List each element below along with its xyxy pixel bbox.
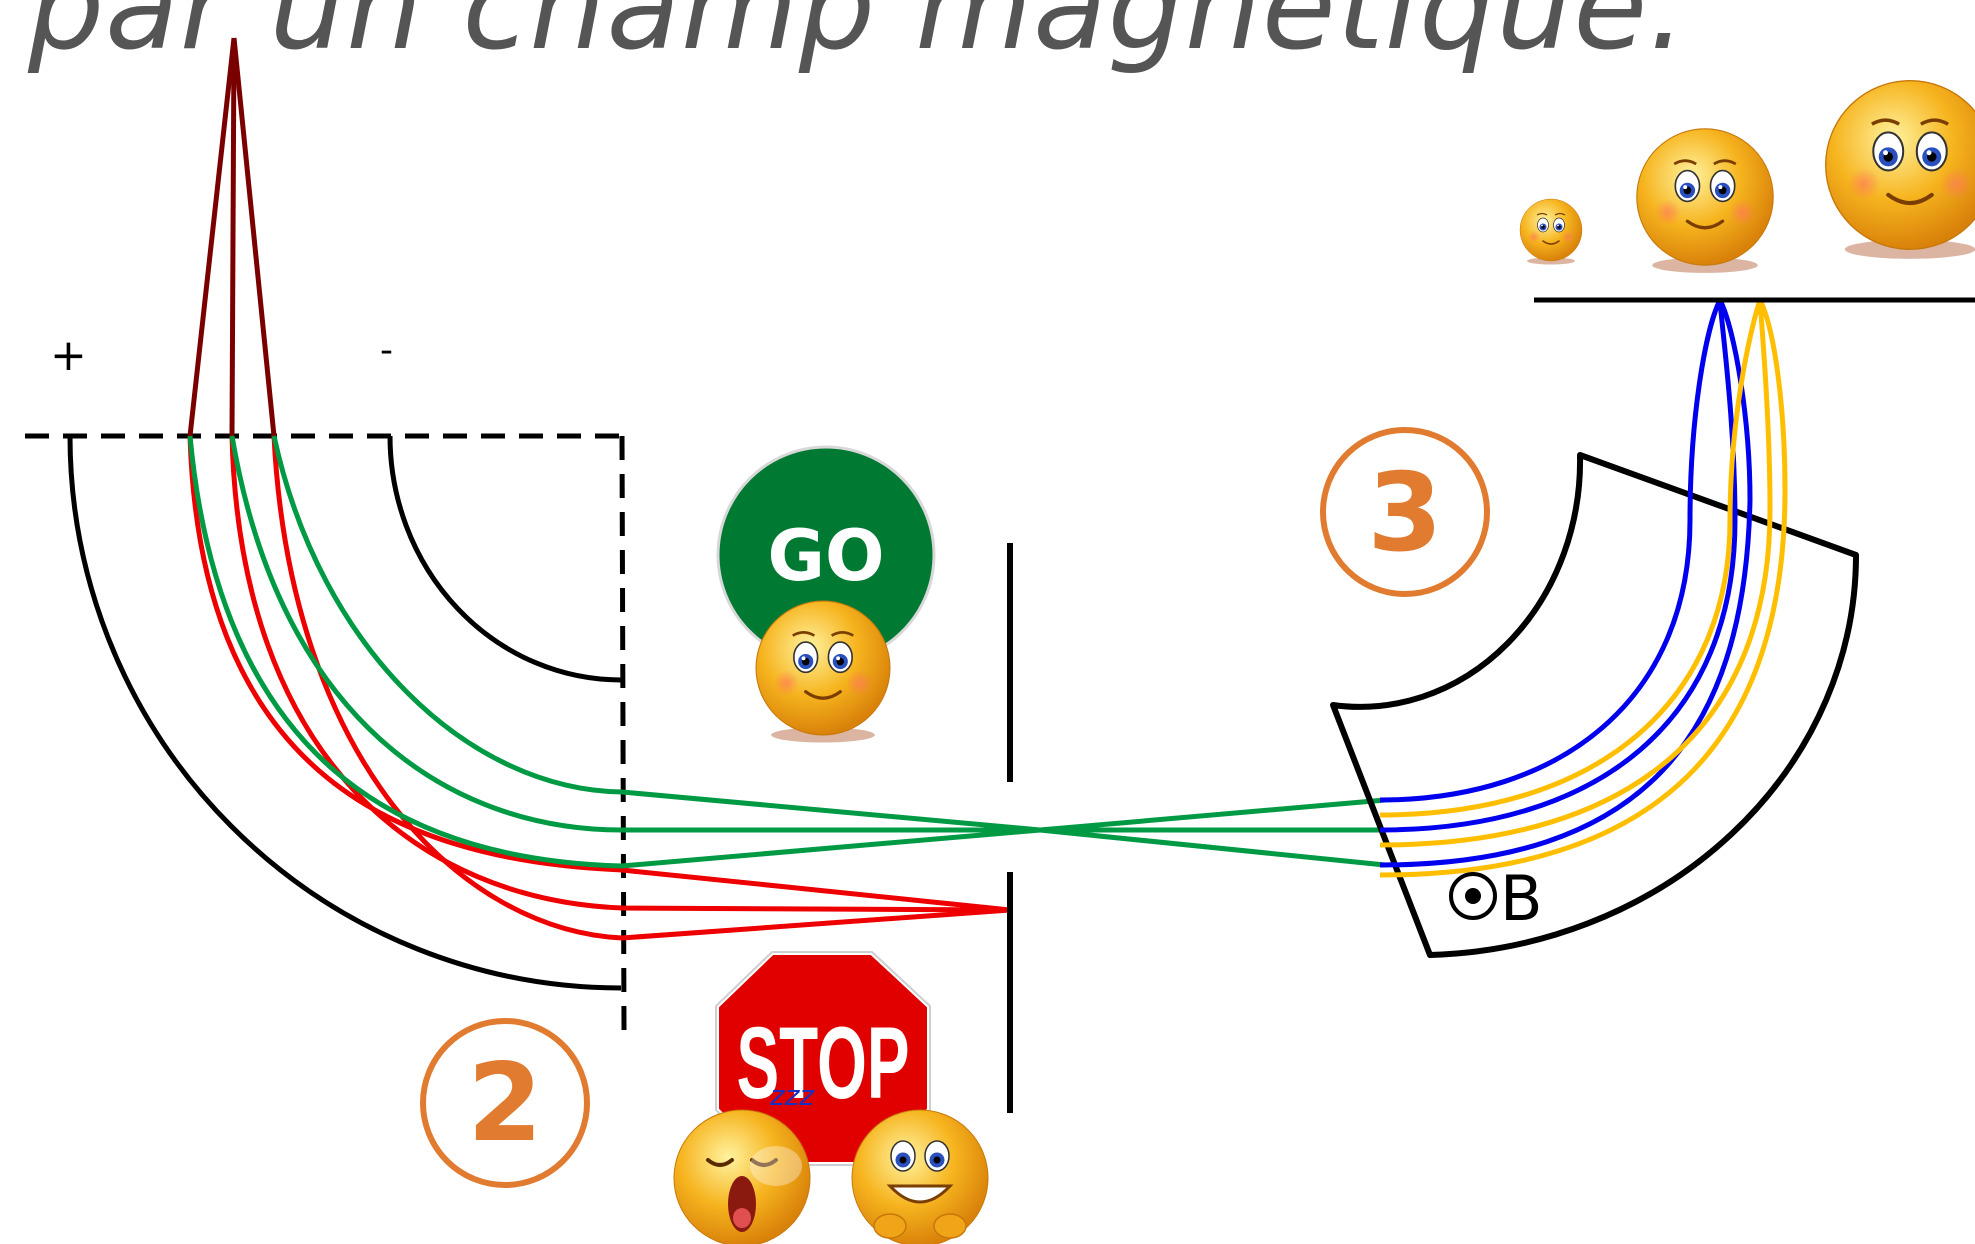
yellow-ion-trajectories (1379, 298, 1788, 878)
magnetic-field-label: B (1500, 862, 1543, 935)
page-title: par un champ magnétique. (28, 0, 1688, 77)
ion-source-beams (187, 37, 277, 437)
minus-sign: - (380, 330, 393, 371)
inner-electrode-minus (387, 435, 622, 683)
stop-label: STOP (737, 1007, 910, 1121)
light-ion-emoji (1519, 198, 1583, 266)
selector-boundary-right (619, 435, 627, 1031)
grinning-ion-emoji (851, 1109, 989, 1244)
step-3-badge: 3 (1320, 427, 1490, 597)
heavy-ion-emoji (1826, 81, 1975, 259)
outer-electrode-plus (67, 435, 622, 991)
sleepy-ion-emoji (673, 1109, 811, 1244)
stop-sign: STOP (713, 949, 933, 1168)
go-label: GO (768, 515, 885, 597)
happy-ion-emoji (754, 599, 892, 745)
magnetic-field-out-of-page-icon (1449, 872, 1497, 920)
sleep-zzz-label: zzz (769, 1079, 815, 1112)
medium-ion-emoji (1635, 127, 1775, 275)
step-2-label: 2 (467, 1041, 542, 1166)
step-2-badge: 2 (420, 1018, 590, 1188)
green-ion-trajectories (187, 435, 1386, 869)
go-sign: GO (716, 445, 936, 665)
magnetic-sector (1330, 452, 1859, 958)
plus-sign: + (50, 330, 87, 381)
step-3-label: 3 (1367, 451, 1442, 576)
blue-ion-trajectories (1379, 298, 1753, 868)
